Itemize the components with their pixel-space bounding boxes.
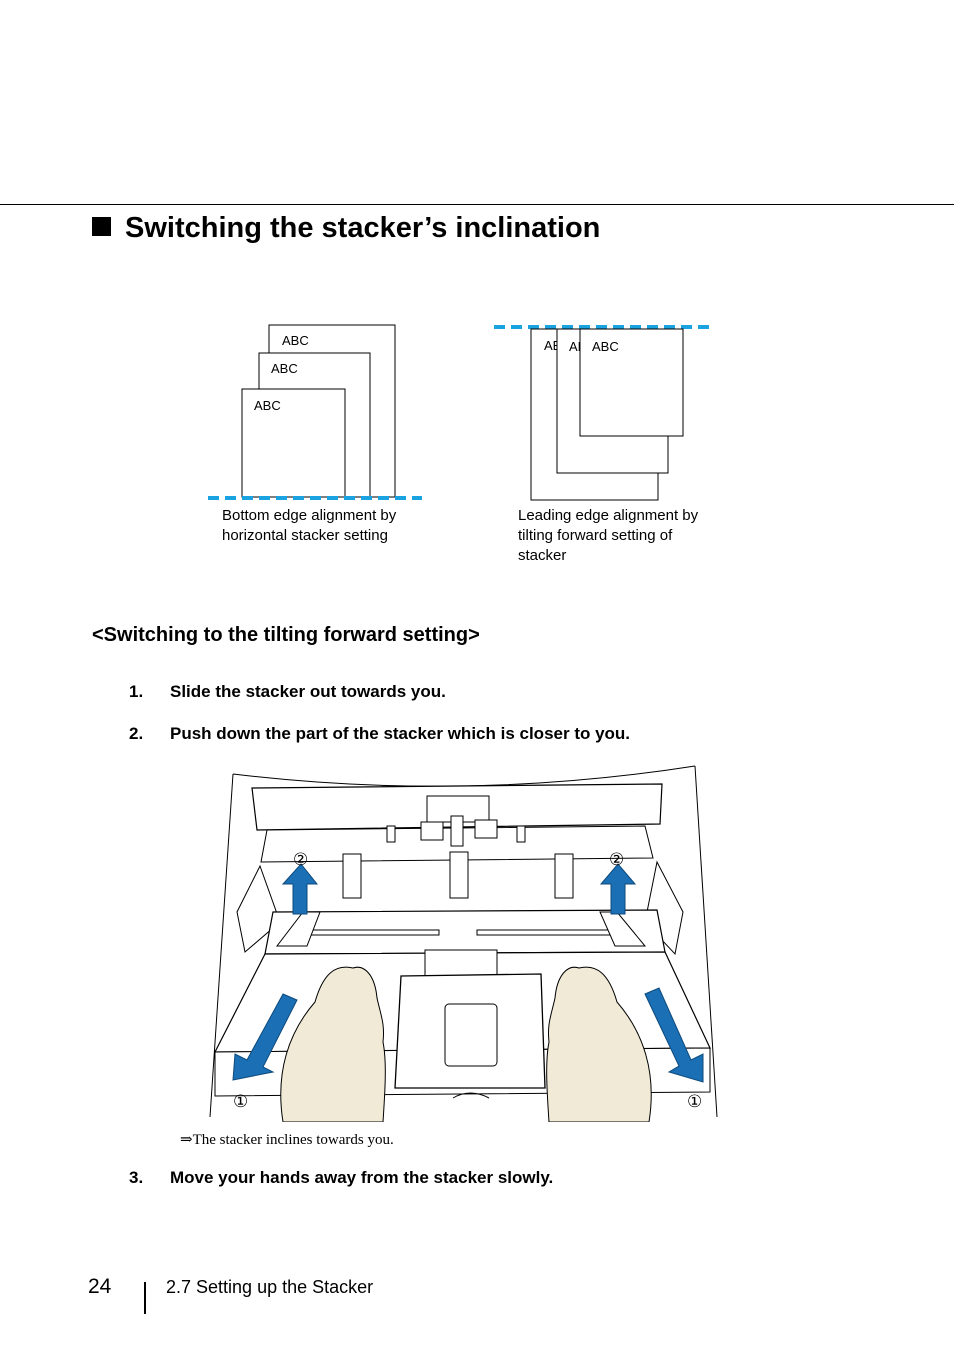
up-arrow-icon (599, 863, 637, 915)
caption-leading-edge: Leading edge alignment by tilting forwar… (518, 506, 698, 566)
left-hand (280, 966, 386, 1122)
square-bullet-icon (92, 217, 111, 236)
footer-section: 2.7 Setting up the Stacker (166, 1277, 374, 1297)
step-text: Push down the part of the stacker which … (170, 724, 631, 743)
header-rule (0, 204, 954, 205)
marker-2: ② (609, 850, 624, 870)
caption-line: Leading edge alignment by (518, 507, 699, 524)
stacker-illustration: ② ② ① ① (209, 765, 718, 1122)
step-text: Move your hands away from the stacker sl… (170, 1168, 554, 1187)
paper-label: ABC (271, 361, 298, 376)
footer-divider (144, 1282, 146, 1314)
step-number: 2. (129, 724, 144, 743)
paper-label: ABC (592, 339, 619, 354)
marker-2: ② (293, 850, 308, 870)
step-3: 3. Move your hands away from the stacker … (129, 1168, 553, 1188)
step-text: Slide the stacker out towards you. (170, 682, 446, 701)
down-left-arrow-icon (232, 993, 298, 1081)
paper-label: ABC (282, 333, 309, 348)
caption-line: Bottom edge alignment by (222, 507, 397, 524)
up-arrow-icon (281, 863, 319, 915)
section-title-text: Switching the stacker’s inclination (125, 212, 601, 244)
marker-1: ① (687, 1092, 702, 1112)
paper-label: ABC (254, 398, 281, 413)
result-text: ⇒The stacker inclines towards you. (180, 1132, 394, 1148)
caption-line: horizontal stacker setting (222, 527, 388, 544)
step-number: 1. (129, 682, 144, 701)
marker-1: ① (233, 1092, 248, 1112)
paper-sheet (241, 388, 346, 498)
right-hand (546, 966, 652, 1122)
caption-line: stacker (518, 547, 567, 564)
alignment-diagram: ABC ABC ABC ABC ABC ABC (208, 324, 710, 501)
caption-line: tilting forward setting of (518, 527, 673, 544)
page-number: 24 (88, 1275, 112, 1298)
step-number: 3. (129, 1168, 144, 1187)
step-1: 1. Slide the stacker out towards you. (129, 682, 446, 702)
step-2: 2. Push down the part of the stacker whic… (129, 724, 630, 744)
subsection-title: <Switching to the tilting forward settin… (92, 624, 480, 646)
caption-bottom-edge: Bottom edge alignment by horizontal stac… (222, 506, 396, 546)
section-title: Switching the stacker’s inclination (92, 212, 600, 245)
down-right-arrow-icon (644, 987, 704, 1083)
paper-sheet (579, 328, 684, 437)
